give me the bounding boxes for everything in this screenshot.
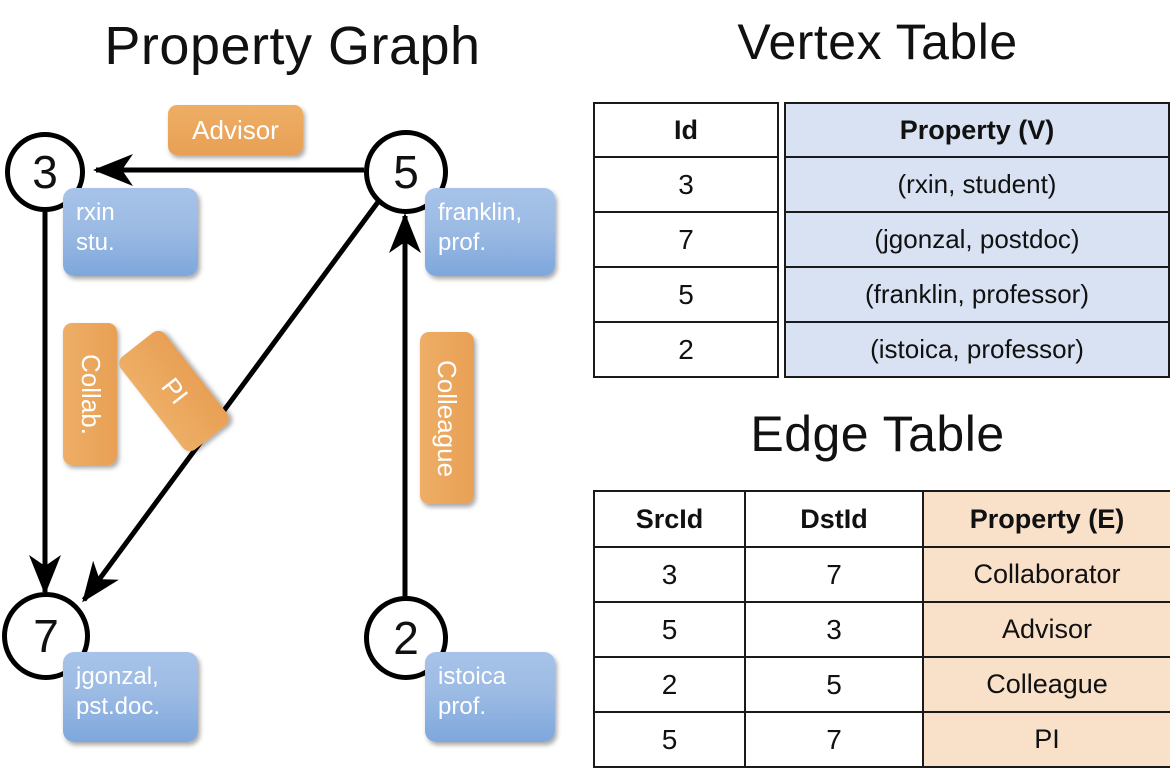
table-row: 5 [593, 266, 779, 323]
page-title-edge-table: Edge Table [750, 406, 1005, 462]
vertex-cell-id: 7 [593, 211, 779, 268]
edge-cell-dstid: 7 [744, 711, 924, 768]
graph-edges-svg [29, 154, 421, 603]
edge-label-colleague-text: Colleague [432, 359, 463, 477]
graph-node-7-label: 7 [33, 610, 59, 662]
edge-table-property-column: Property (E) Collaborator Advisor Collea… [922, 490, 1170, 768]
table-row: (jgonzal, postdoc) [784, 211, 1170, 268]
table-row: PI [922, 711, 1170, 768]
table-header-row: Id [593, 102, 779, 158]
node-property-box-jgonzal: jgonzal, pst.doc. [63, 652, 198, 742]
vertex-table-property-column: Property (V) (rxin, student) (jgonzal, p… [784, 102, 1170, 378]
table-row: Advisor [922, 601, 1170, 658]
vertex-cell-property: (istoica, professor) [784, 321, 1170, 378]
edge-cell-property: PI [922, 711, 1170, 768]
table-row: (rxin, student) [784, 156, 1170, 213]
edge-cell-srcid: 5 [593, 711, 746, 768]
edge-cell-srcid: 3 [593, 546, 746, 603]
edge-cell-property: Colleague [922, 656, 1170, 713]
table-row: 5 7 [593, 711, 924, 768]
edge-table-id-columns: SrcId DstId 3 7 5 3 2 5 5 7 [593, 490, 924, 768]
edge-col-property: Property (E) [922, 490, 1170, 548]
vertex-cell-property: (rxin, student) [784, 156, 1170, 213]
edge-cell-property: Collaborator [922, 546, 1170, 603]
graph-node-3-label: 3 [32, 146, 58, 198]
table-header-row: Property (E) [922, 490, 1170, 548]
edge-cell-property: Advisor [922, 601, 1170, 658]
table-row: 2 [593, 321, 779, 378]
graph-node-5-label: 5 [393, 146, 419, 198]
vertex-cell-property: (jgonzal, postdoc) [784, 211, 1170, 268]
table-row: Collaborator [922, 546, 1170, 603]
vertex-cell-id: 3 [593, 156, 779, 213]
edge-cell-srcid: 2 [593, 656, 746, 713]
graph-node-5[interactable]: 5 [364, 130, 448, 214]
edge-col-dstid: DstId [744, 490, 924, 548]
table-row: 2 5 [593, 656, 924, 713]
edge-label-advisor: Advisor [168, 105, 303, 155]
table-header-row: SrcId DstId [593, 490, 924, 548]
edge-cell-dstid: 7 [744, 546, 924, 603]
table-header-row: Property (V) [784, 102, 1170, 158]
node-property-box-istoica: istoica prof. [425, 652, 555, 742]
edge-cell-dstid: 5 [744, 656, 924, 713]
table-row: (franklin, professor) [784, 266, 1170, 323]
table-row: 3 [593, 156, 779, 213]
vertex-col-id: Id [593, 102, 779, 158]
edge-col-srcid: SrcId [593, 490, 746, 548]
table-row: 5 3 [593, 601, 924, 658]
vertex-cell-id: 5 [593, 266, 779, 323]
vertex-col-property: Property (V) [784, 102, 1170, 158]
edge-cell-srcid: 5 [593, 601, 746, 658]
edge-label-collaborator-text: Collab. [75, 353, 106, 435]
graph-node-2[interactable]: 2 [364, 596, 448, 680]
edge-label-collaborator: Collab. [63, 323, 117, 465]
table-row: Colleague [922, 656, 1170, 713]
page-title-property-graph: Property Graph [104, 16, 481, 76]
table-row: 7 [593, 211, 779, 268]
edge-label-colleague: Colleague [420, 332, 474, 504]
edge-label-pi-text: PI [155, 371, 194, 410]
vertex-cell-id: 2 [593, 321, 779, 378]
property-graph-diagram: 3 5 7 2 rxin stu. franklin, prof. jgonza… [0, 0, 585, 760]
node-property-box-franklin: franklin, prof. [425, 188, 555, 276]
node-property-box-rxin: rxin stu. [63, 188, 198, 276]
edge-cell-dstid: 3 [744, 601, 924, 658]
table-row: (istoica, professor) [784, 321, 1170, 378]
graph-node-2-label: 2 [393, 612, 419, 664]
edge-label-advisor-text: Advisor [192, 114, 279, 145]
vertex-table-id-column: Id 3 7 5 2 [593, 102, 779, 378]
edge-line-pi [81, 200, 381, 603]
page-title-vertex-table: Vertex Table [737, 14, 1018, 70]
table-row: 3 7 [593, 546, 924, 603]
vertex-cell-property: (franklin, professor) [784, 266, 1170, 323]
